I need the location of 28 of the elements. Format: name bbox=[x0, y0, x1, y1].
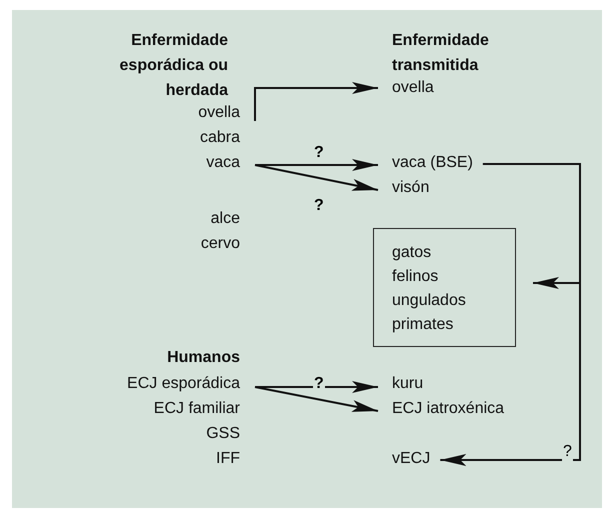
list-item: primates bbox=[392, 315, 454, 335]
node-label: ECJ esporádica bbox=[127, 374, 240, 394]
list-item: ungulados bbox=[392, 291, 467, 311]
arrow bbox=[254, 164, 378, 191]
node-label: vaca (BSE) bbox=[392, 153, 473, 173]
arrow bbox=[255, 381, 378, 393]
arrow bbox=[254, 386, 378, 412]
text-label: alce bbox=[210, 209, 240, 229]
text-label: cabra bbox=[200, 128, 240, 148]
text-label: GSS bbox=[206, 424, 240, 444]
arrow bbox=[254, 82, 378, 121]
group-box bbox=[373, 228, 516, 347]
arrow bbox=[255, 159, 378, 171]
text-label: IFF bbox=[216, 449, 240, 469]
node-label: ECJ iatroxénica bbox=[392, 399, 504, 419]
node-label: vECJ bbox=[392, 449, 430, 469]
column-heading: Humanos bbox=[167, 348, 240, 368]
node-label: visón bbox=[392, 178, 430, 198]
node-label: ovella bbox=[392, 78, 434, 98]
node-label: kuru bbox=[392, 374, 424, 394]
node-label: ovella bbox=[198, 103, 240, 123]
text-label: ECJ familiar bbox=[154, 399, 240, 419]
edge-label: ? bbox=[562, 442, 573, 462]
list-item: felinos bbox=[392, 267, 440, 287]
text-label: cervo bbox=[200, 234, 240, 254]
arrow bbox=[440, 163, 581, 466]
list-item: gatos bbox=[392, 243, 432, 263]
node-label: vaca bbox=[206, 153, 240, 173]
